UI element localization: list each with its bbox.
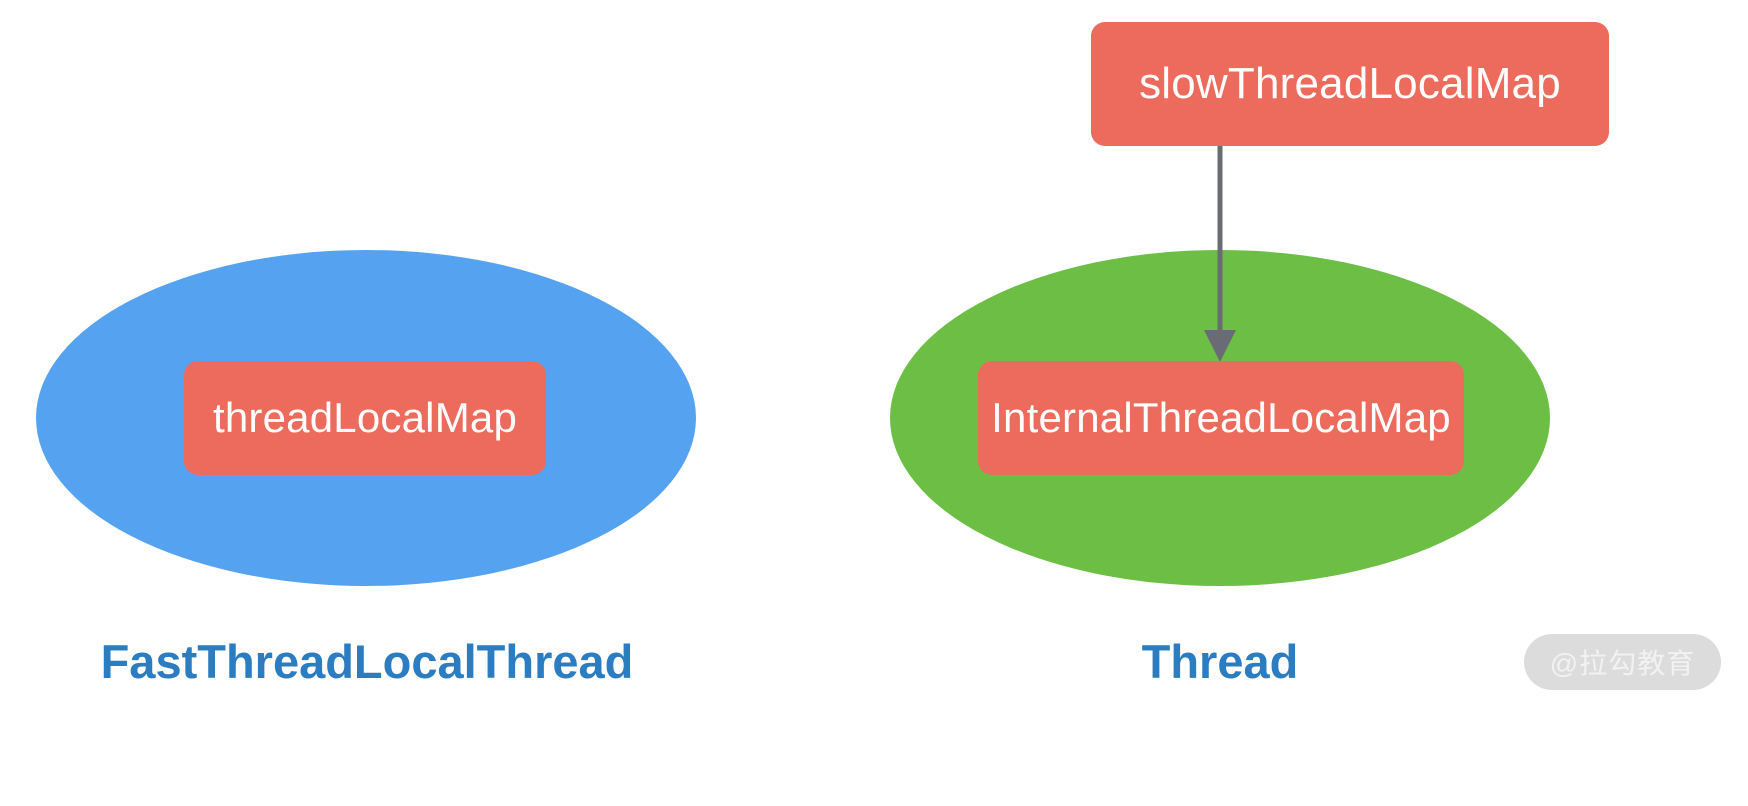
node-thread-local-map-label: threadLocalMap <box>213 394 517 441</box>
watermark-badge: @拉勾教育 <box>1524 634 1721 690</box>
node-internal-thread-local-map[interactable]: InternalThreadLocalMap <box>978 361 1464 475</box>
node-slow-thread-local-map[interactable]: slowThreadLocalMap <box>1091 22 1609 146</box>
connector-arrowhead-icon <box>1204 330 1236 362</box>
node-slow-thread-local-map-label: slowThreadLocalMap <box>1139 59 1561 108</box>
caption-fast-thread-local-thread: FastThreadLocalThread <box>100 635 634 688</box>
watermark-text: @拉勾教育 <box>1549 648 1696 679</box>
caption-thread: Thread <box>1141 635 1299 688</box>
node-internal-thread-local-map-label: InternalThreadLocalMap <box>991 394 1451 441</box>
node-thread-local-map[interactable]: threadLocalMap <box>184 361 546 475</box>
